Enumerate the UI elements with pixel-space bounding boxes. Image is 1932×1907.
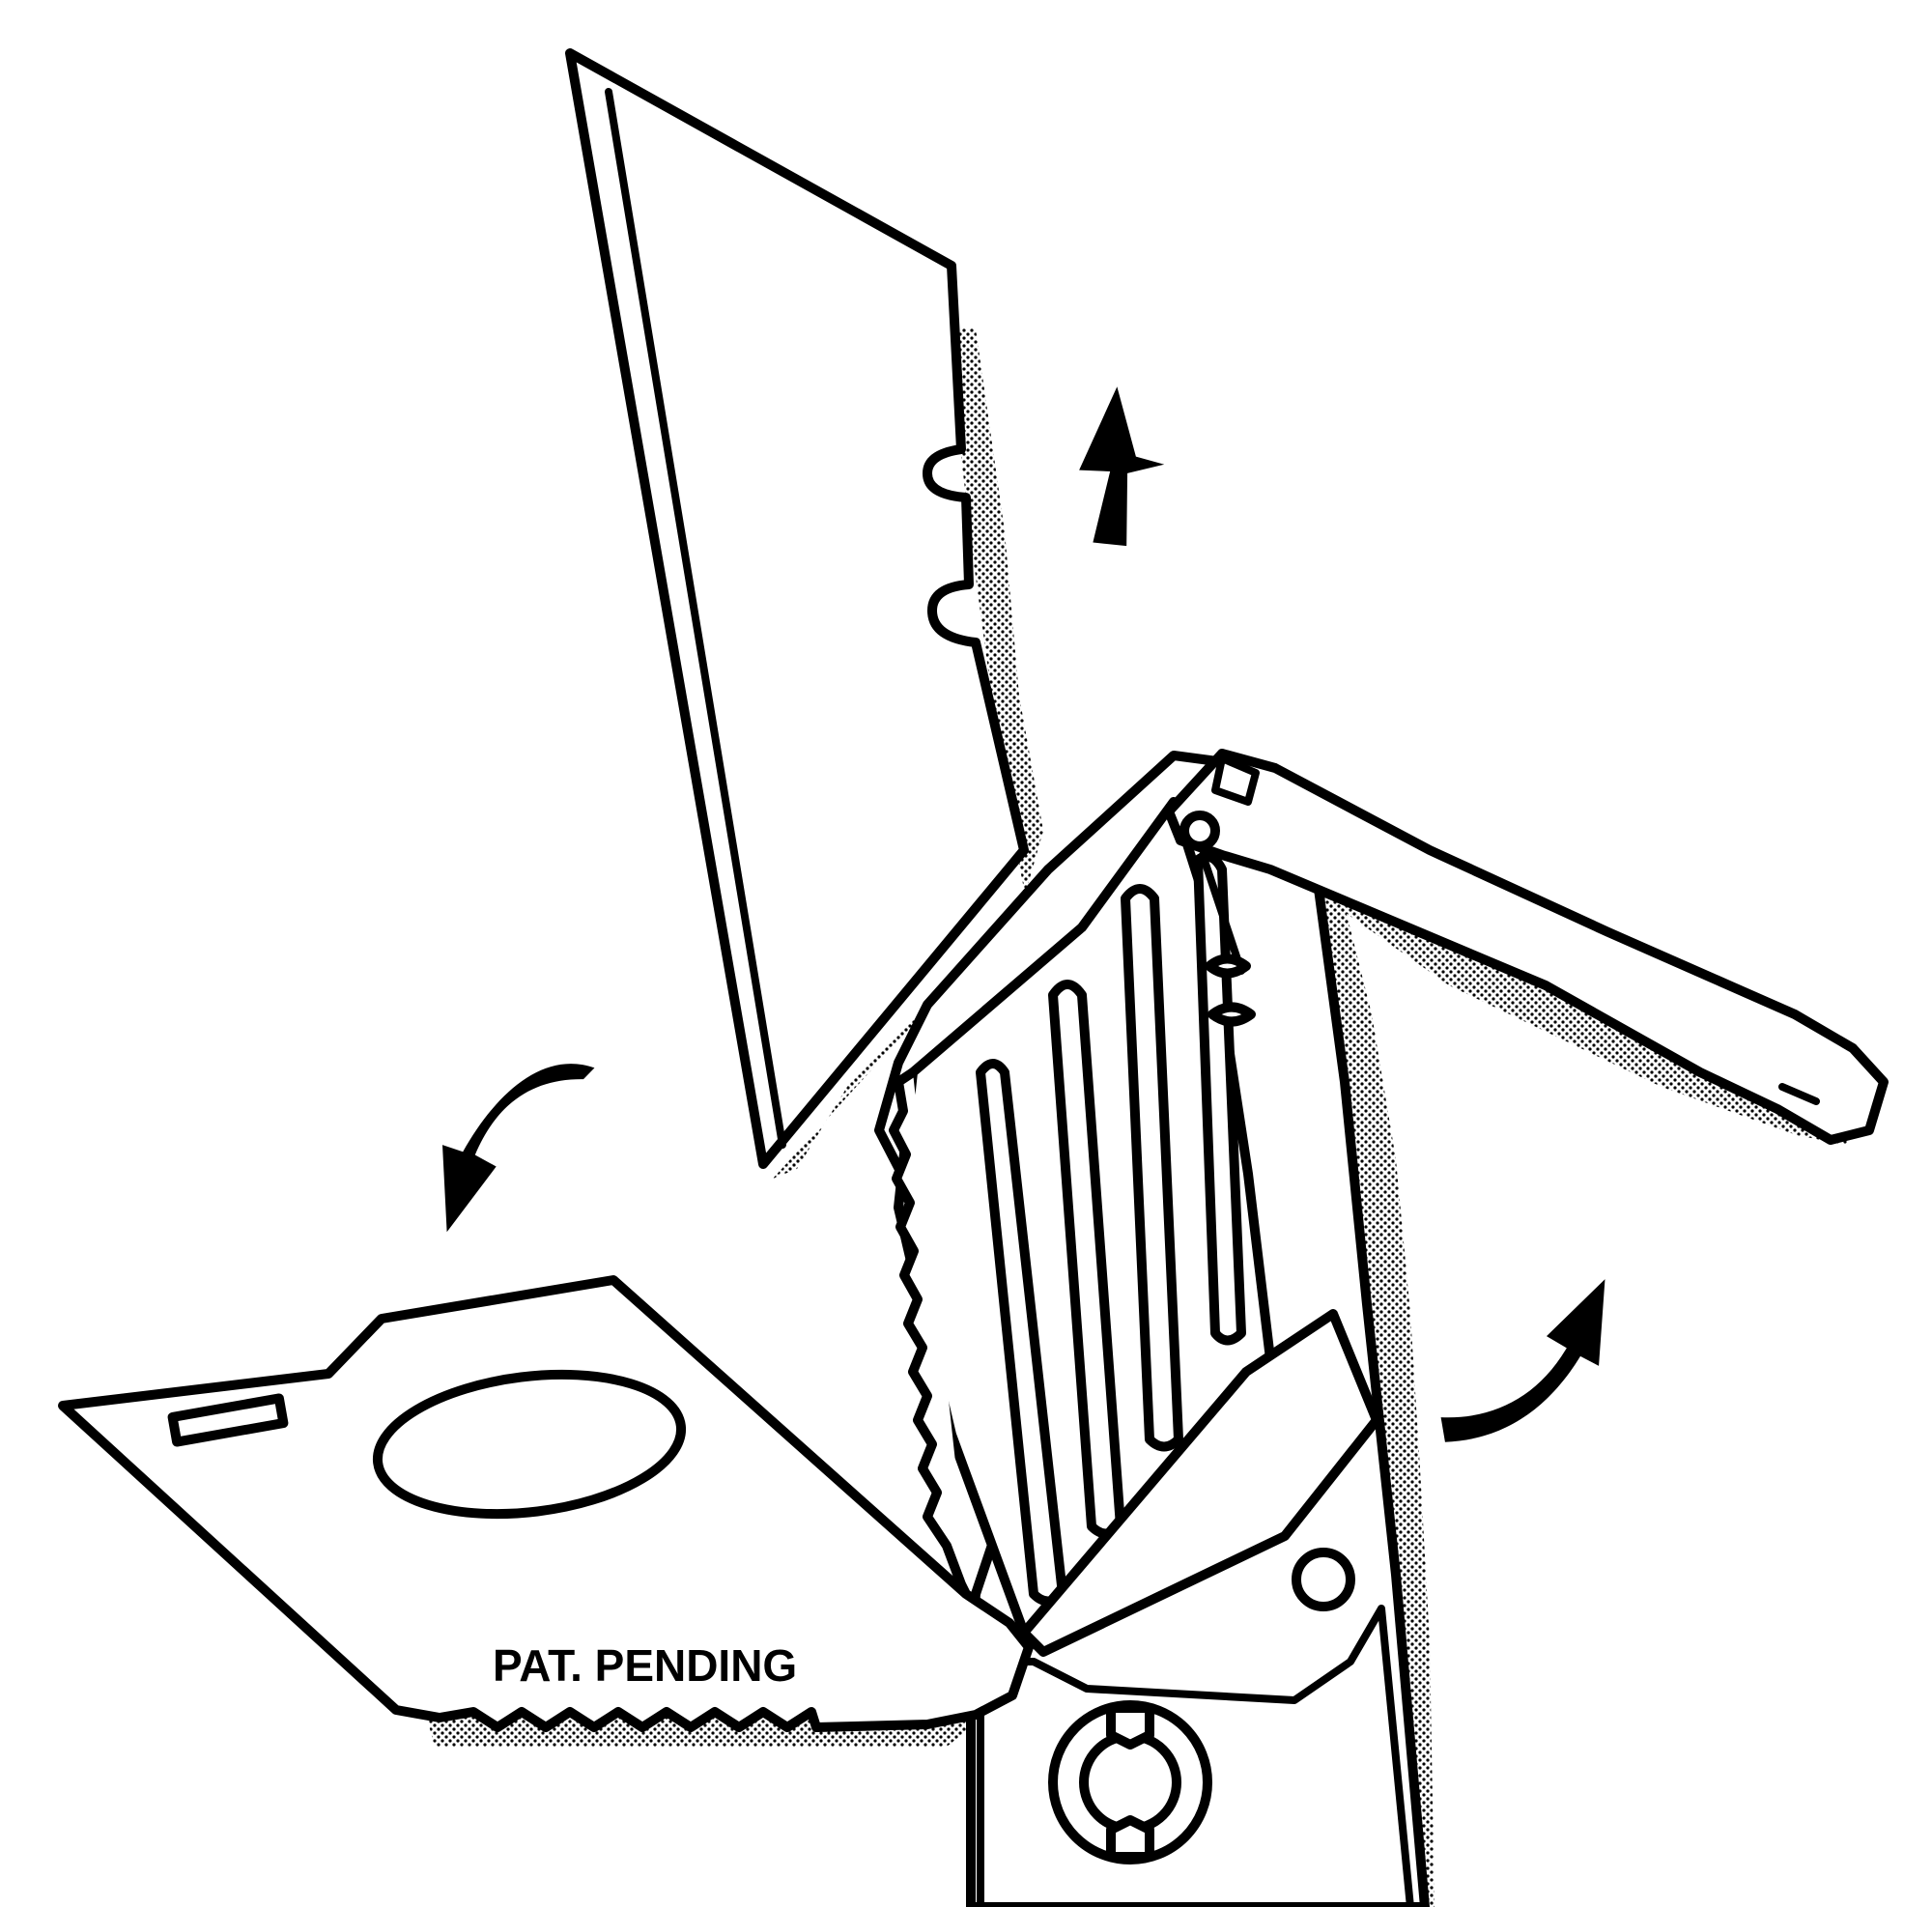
lever-arm (1164, 749, 1889, 1145)
lever-pivot-icon (1179, 811, 1220, 851)
up-arrow (1079, 386, 1165, 547)
pivot-notch-bottom (1106, 1815, 1154, 1862)
utility-blade (565, 48, 1029, 1169)
pat-pending-label: PAT. PENDING (493, 1640, 797, 1691)
pivot-ring-inner (1079, 1731, 1181, 1834)
finger-hole (372, 1369, 687, 1520)
lever-outline (1164, 749, 1889, 1145)
lever-bump-2 (1208, 1002, 1256, 1027)
blade-shadow (773, 328, 1043, 1179)
saw-blade: PAT. PENDING (58, 1275, 1034, 1732)
front-plate (894, 797, 1381, 1657)
diagonal-plate (1019, 1309, 1381, 1657)
curved-arrow-right (1440, 1279, 1605, 1442)
curved-arrow-left (442, 1064, 595, 1233)
serrated-edge (889, 1067, 976, 1608)
lever-latch (1211, 754, 1260, 806)
rivet-hole (1292, 1548, 1355, 1611)
lever-slot (1778, 1083, 1820, 1105)
pivot-notch-top (1106, 1703, 1154, 1750)
lever-bump-1 (1205, 954, 1251, 979)
slot-marker (167, 1393, 289, 1447)
groove-3 (1121, 884, 1183, 1452)
blade-outline (565, 48, 1029, 1169)
blade-bevel-line (605, 88, 786, 1149)
